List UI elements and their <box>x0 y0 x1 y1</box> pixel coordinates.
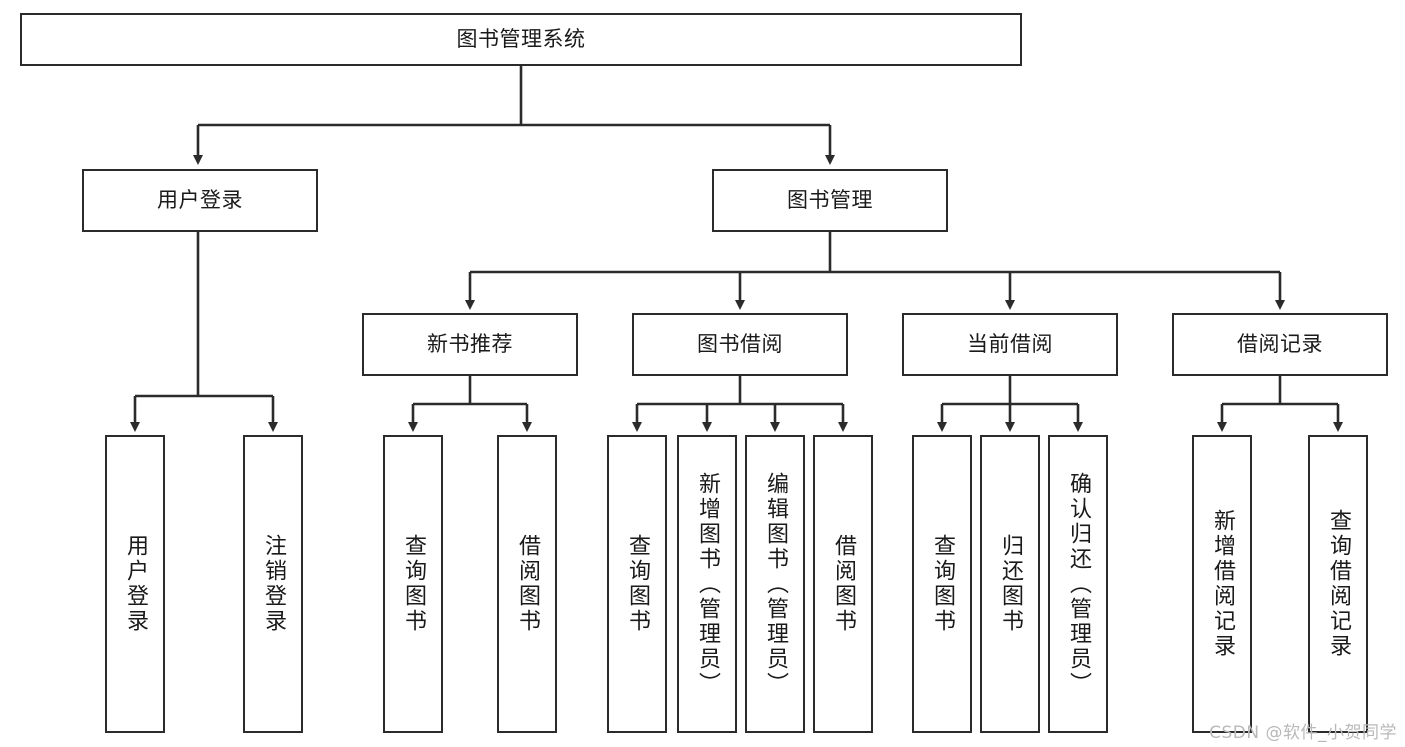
leaf-record-add[interactable]: 新增借阅记录 <box>1192 435 1252 733</box>
node-current-borrow[interactable]: 当前借阅 <box>902 313 1118 376</box>
node-borrow-record[interactable]: 借阅记录 <box>1172 313 1388 376</box>
leaf-new-book-query[interactable]: 查询图书 <box>383 435 443 733</box>
leaf-label: 注销登录 <box>261 534 286 634</box>
leaf-current-query-book[interactable]: 查询图书 <box>912 435 972 733</box>
leaf-borrow-borrow-book[interactable]: 借阅图书 <box>813 435 873 733</box>
node-current-borrow-label: 当前借阅 <box>967 331 1053 356</box>
leaf-borrow-edit-book[interactable]: 编辑图书（管理员） <box>745 435 805 733</box>
leaf-current-return-book[interactable]: 归还图书 <box>980 435 1040 733</box>
leaf-label: 新增图书（管理员） <box>695 471 720 697</box>
leaf-borrow-query-book[interactable]: 查询图书 <box>607 435 667 733</box>
csdn-watermark: CSDN @软件_小贺同学 <box>1209 723 1397 743</box>
leaf-label: 确认归还（管理员） <box>1066 471 1091 697</box>
leaf-borrow-add-book[interactable]: 新增图书（管理员） <box>677 435 737 733</box>
leaf-user-login-signin[interactable]: 用户登录 <box>105 435 165 733</box>
node-user-login[interactable]: 用户登录 <box>82 169 318 232</box>
leaf-label: 借阅图书 <box>515 534 540 634</box>
leaf-label: 查询借阅记录 <box>1326 509 1351 659</box>
leaf-label: 新增借阅记录 <box>1210 509 1235 659</box>
node-new-book-recommend-label: 新书推荐 <box>427 331 513 356</box>
leaf-new-book-borrow[interactable]: 借阅图书 <box>497 435 557 733</box>
node-book-borrow-label: 图书借阅 <box>697 331 783 356</box>
node-borrow-record-label: 借阅记录 <box>1237 331 1323 356</box>
leaf-label: 用户登录 <box>123 534 148 634</box>
node-root-label: 图书管理系统 <box>456 26 586 51</box>
leaf-label: 查询图书 <box>930 534 955 634</box>
leaf-label: 归还图书 <box>998 534 1023 634</box>
node-book-borrow[interactable]: 图书借阅 <box>632 313 848 376</box>
leaf-label: 编辑图书（管理员） <box>763 471 788 697</box>
node-book-management[interactable]: 图书管理 <box>712 169 948 232</box>
node-new-book-recommend[interactable]: 新书推荐 <box>362 313 578 376</box>
node-book-management-label: 图书管理 <box>787 187 873 212</box>
leaf-label: 查询图书 <box>401 534 426 634</box>
node-root[interactable]: 图书管理系统 <box>20 13 1022 66</box>
leaf-current-confirm-return[interactable]: 确认归还（管理员） <box>1048 435 1108 733</box>
node-user-login-label: 用户登录 <box>157 187 243 212</box>
leaf-record-query[interactable]: 查询借阅记录 <box>1308 435 1368 733</box>
leaf-label: 借阅图书 <box>831 534 856 634</box>
leaf-user-login-logout[interactable]: 注销登录 <box>243 435 303 733</box>
leaf-label: 查询图书 <box>625 534 650 634</box>
